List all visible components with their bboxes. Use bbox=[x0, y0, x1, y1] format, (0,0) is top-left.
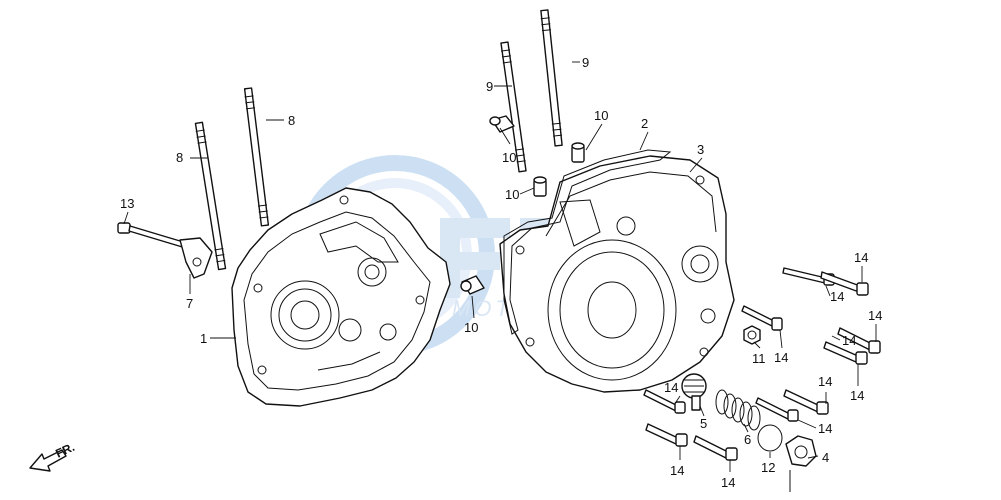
callout-14: 14 bbox=[842, 333, 856, 348]
flange-bolts-14 bbox=[643, 267, 881, 461]
callout-14: 14 bbox=[670, 463, 684, 478]
right-crankcase bbox=[499, 155, 735, 393]
dowel-pin bbox=[489, 115, 515, 133]
callout-6: 6 bbox=[744, 432, 751, 447]
leader-lines bbox=[123, 61, 877, 472]
arrow-left-down-icon bbox=[29, 449, 67, 472]
crankcase-gasket bbox=[503, 149, 672, 335]
callout-9b: 9 bbox=[582, 55, 589, 70]
callout-labels: 1 2 3 4 5 6 7 8 8 9 9 10 10 10 10 11 12 … bbox=[120, 55, 882, 490]
callout-11: 11 bbox=[752, 351, 766, 366]
left-crankcase bbox=[231, 187, 451, 407]
callout-10b: 10 bbox=[502, 150, 516, 165]
dowel-pin bbox=[533, 176, 547, 197]
callout-1: 1 bbox=[200, 331, 207, 346]
callout-14: 14 bbox=[818, 421, 832, 436]
callout-14: 14 bbox=[850, 388, 864, 403]
spring-6 bbox=[715, 389, 761, 431]
callout-7: 7 bbox=[186, 296, 193, 311]
callout-4: 4 bbox=[822, 450, 829, 465]
callout-14: 14 bbox=[868, 308, 882, 323]
callout-13: 13 bbox=[120, 196, 134, 211]
callout-8b: 8 bbox=[288, 113, 295, 128]
dowel-pin bbox=[571, 142, 585, 163]
callout-10c: 10 bbox=[505, 187, 519, 202]
stud-bolt-8a bbox=[194, 121, 227, 271]
o-ring-12 bbox=[757, 424, 783, 452]
drain-cap-4 bbox=[785, 435, 817, 492]
bolt-13 bbox=[117, 222, 191, 250]
callout-14: 14 bbox=[854, 250, 868, 265]
callout-12: 12 bbox=[761, 460, 775, 475]
callout-14: 14 bbox=[830, 289, 844, 304]
stud-bolt-8b bbox=[243, 87, 270, 227]
callout-14: 14 bbox=[721, 475, 735, 490]
oil-strainer-5 bbox=[681, 373, 707, 411]
callout-9a: 9 bbox=[486, 79, 493, 94]
callout-2: 2 bbox=[641, 116, 648, 131]
stud-bolt-9a bbox=[500, 41, 527, 173]
direction-label: FR. bbox=[53, 440, 76, 461]
bracket-7 bbox=[179, 237, 213, 279]
callout-8a: 8 bbox=[176, 150, 183, 165]
callout-10a: 10 bbox=[594, 108, 608, 123]
callout-14: 14 bbox=[664, 380, 678, 395]
callout-14: 14 bbox=[774, 350, 788, 365]
nut-11 bbox=[743, 325, 761, 345]
stud-bolt-9b bbox=[540, 9, 563, 147]
callout-5: 5 bbox=[700, 416, 707, 431]
callout-10d: 10 bbox=[464, 320, 478, 335]
front-direction-indicator: FR. bbox=[29, 440, 77, 472]
callout-14: 14 bbox=[818, 374, 832, 389]
dowel-pin bbox=[460, 275, 485, 295]
callout-3: 3 bbox=[697, 142, 704, 157]
